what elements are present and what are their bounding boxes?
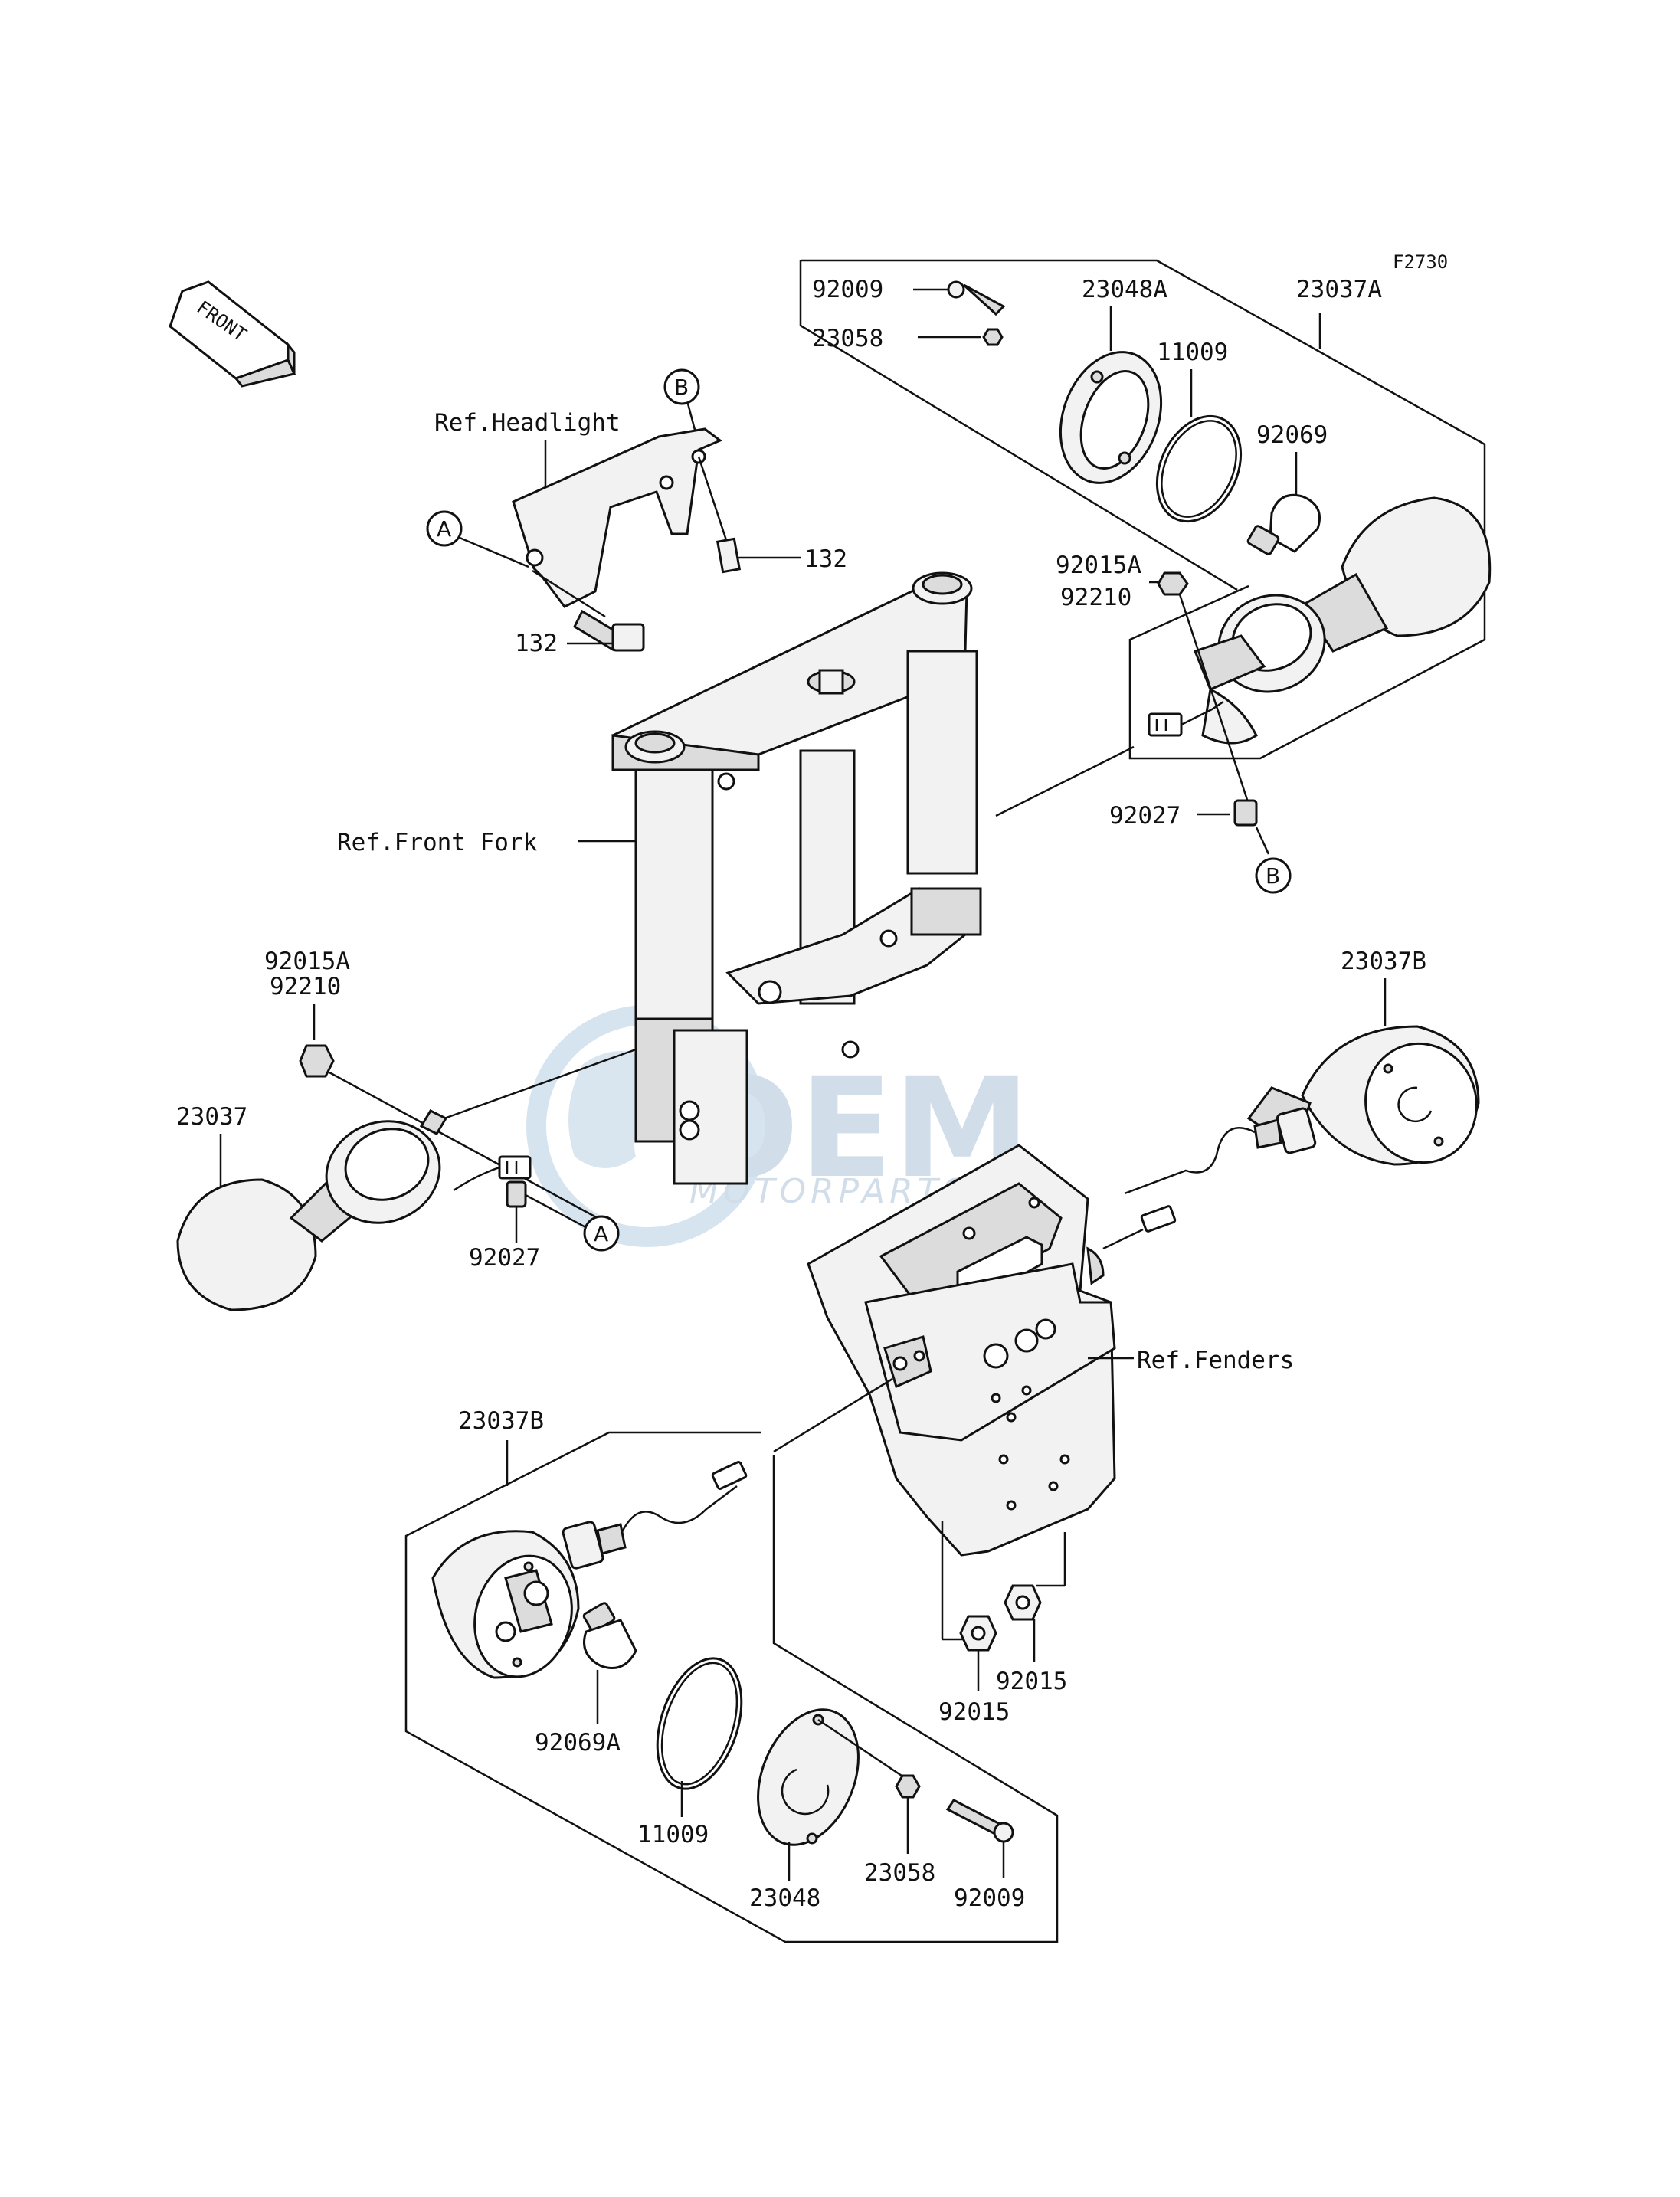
callout-a-upper: A: [426, 510, 463, 547]
lens-23048A: [1059, 351, 1163, 484]
kit-23037B-lower-outline: [404, 1431, 1059, 1943]
part-11009-bottom: 11009: [637, 1821, 709, 1848]
part-92069: 92069: [1256, 421, 1328, 449]
part-132-upper: 132: [804, 545, 847, 573]
rear-fender-bracket: [807, 1144, 1116, 1557]
part-92009-top: 92009: [812, 276, 883, 303]
callout-a-lower: A: [583, 1215, 620, 1252]
kit-23037A-outline: [799, 259, 1486, 760]
ref-front-fork: Ref.Front Fork: [337, 829, 538, 856]
turn-signal-23037B-lower: [431, 1461, 748, 1679]
part-23037B-right: 23037B: [1341, 948, 1426, 975]
part-92009-bottom: 92009: [954, 1884, 1025, 1912]
callout-a-upper-label: A: [437, 516, 451, 542]
collar-92027-right: [1233, 799, 1258, 827]
part-23048: 23048: [749, 1884, 820, 1912]
bulb-92069A: [582, 1602, 637, 1669]
bolt-132-lower: [573, 609, 645, 652]
callout-b-upper-label: B: [674, 375, 689, 400]
part-92015A-right: 92015A: [1056, 552, 1141, 579]
nut-92015A-left: [299, 1044, 335, 1078]
part-92210-right: 92210: [1060, 584, 1131, 611]
part-92027-right: 92027: [1109, 802, 1181, 830]
bulb-92069: [1246, 493, 1321, 555]
part-92027-left: 92027: [469, 1244, 540, 1272]
part-92069A: 92069A: [535, 1729, 621, 1757]
ref-fenders: Ref.Fenders: [1137, 1347, 1294, 1374]
screw-92009-top: [913, 280, 1006, 316]
turn-signal-23037B-right: [1124, 1025, 1480, 1233]
collar-92027-left: [506, 1180, 527, 1208]
part-23037: 23037: [176, 1103, 247, 1131]
front-fork-assembly: [611, 571, 982, 1185]
part-23048A: 23048A: [1082, 276, 1167, 303]
nut-92015A-right: [1157, 571, 1189, 596]
seal-ring-11009-top: [1155, 414, 1243, 523]
front-direction-arrow-icon: FRONT: [169, 280, 296, 388]
part-11009-top: 11009: [1157, 339, 1228, 366]
callout-b-lower: B: [1255, 857, 1292, 894]
part-132-lower: 132: [515, 630, 558, 657]
part-23058-bottom: 23058: [864, 1859, 935, 1887]
headlight-bracket: [512, 427, 722, 608]
nut-23058-top: [982, 328, 1004, 346]
part-92015A-left: 92015A: [264, 948, 350, 975]
callout-a-lower-label: A: [594, 1221, 608, 1246]
part-92210-left: 92210: [270, 973, 341, 1000]
callout-b-lower-label: B: [1266, 863, 1280, 889]
part-23037B-lower: 23037B: [458, 1407, 544, 1435]
figure-id: F2730: [1393, 251, 1448, 273]
part-23037A: 23037A: [1296, 276, 1382, 303]
turn-signal-23037A: [1148, 496, 1492, 745]
lens-23048: [757, 1708, 860, 1846]
ref-headlight: Ref.Headlight: [434, 409, 621, 437]
bolt-132-upper: [697, 456, 742, 574]
screw-92009-bottom: [945, 1799, 1014, 1843]
nut-23058-bottom: [895, 1774, 921, 1799]
part-92015-b: 92015: [996, 1668, 1067, 1695]
callout-b-upper: B: [663, 368, 700, 405]
part-92015-a: 92015: [938, 1698, 1010, 1726]
seal-ring-11009-bottom: [656, 1657, 743, 1790]
turn-signal-23037: [176, 1109, 532, 1311]
part-23058-top: 23058: [812, 325, 883, 352]
